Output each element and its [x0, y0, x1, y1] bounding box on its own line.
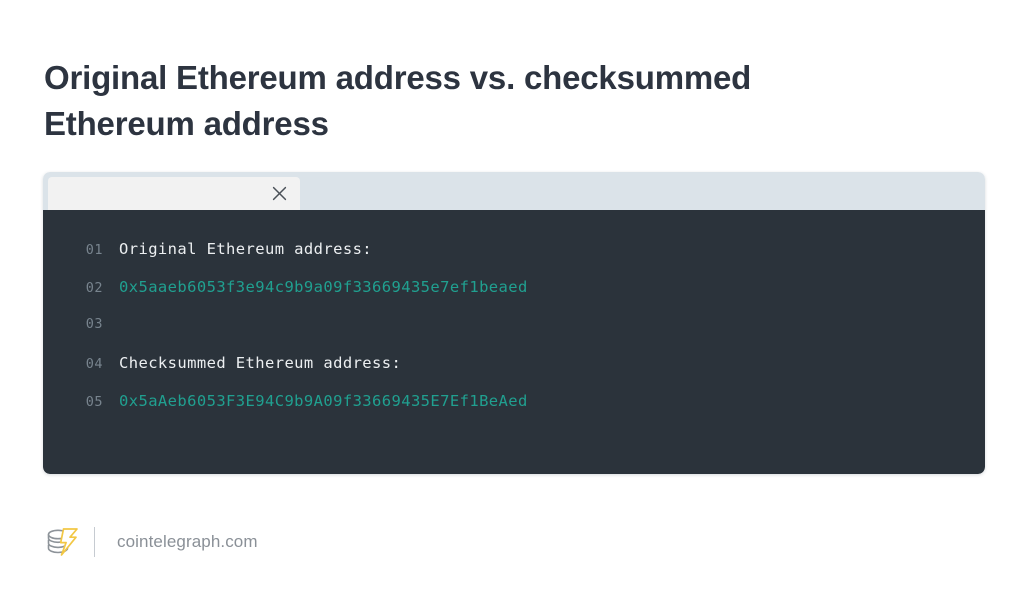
page-title: Original Ethereum address vs. checksumme…: [44, 59, 752, 142]
line-number: 02: [85, 280, 103, 296]
cointelegraph-coins-bolt-logo-icon: [44, 525, 80, 559]
code-line: 03: [43, 316, 985, 354]
code-body: 01 Original Ethereum address: 02 0x5aaeb…: [43, 210, 985, 474]
footer-divider: [94, 527, 95, 557]
footer: cointelegraph.com: [44, 520, 258, 564]
line-content: Checksummed Ethereum address:: [119, 354, 402, 372]
line-content: 0x5aaeb6053f3e94c9b9a09f33669435e7ef1bea…: [119, 278, 528, 296]
code-line: 05 0x5aAeb6053F3E94C9b9A09f33669435E7Ef1…: [43, 392, 985, 430]
code-line: 01 Original Ethereum address:: [43, 240, 985, 278]
line-number: 01: [85, 242, 103, 258]
close-icon[interactable]: [266, 181, 292, 207]
line-number: 03: [85, 316, 103, 332]
line-content: Original Ethereum address:: [119, 240, 373, 258]
line-number: 05: [85, 394, 103, 410]
code-line: 02 0x5aaeb6053f3e94c9b9a09f33669435e7ef1…: [43, 278, 985, 316]
code-line: 04 Checksummed Ethereum address:: [43, 354, 985, 392]
window-tab[interactable]: [48, 177, 300, 210]
brand-name: cointelegraph.com: [117, 532, 258, 551]
line-number: 04: [85, 356, 103, 372]
code-window: 01 Original Ethereum address: 02 0x5aaeb…: [43, 172, 985, 474]
line-content: 0x5aAeb6053F3E94C9b9A09f33669435E7Ef1BeA…: [119, 392, 528, 410]
code-window-header: [43, 172, 985, 210]
